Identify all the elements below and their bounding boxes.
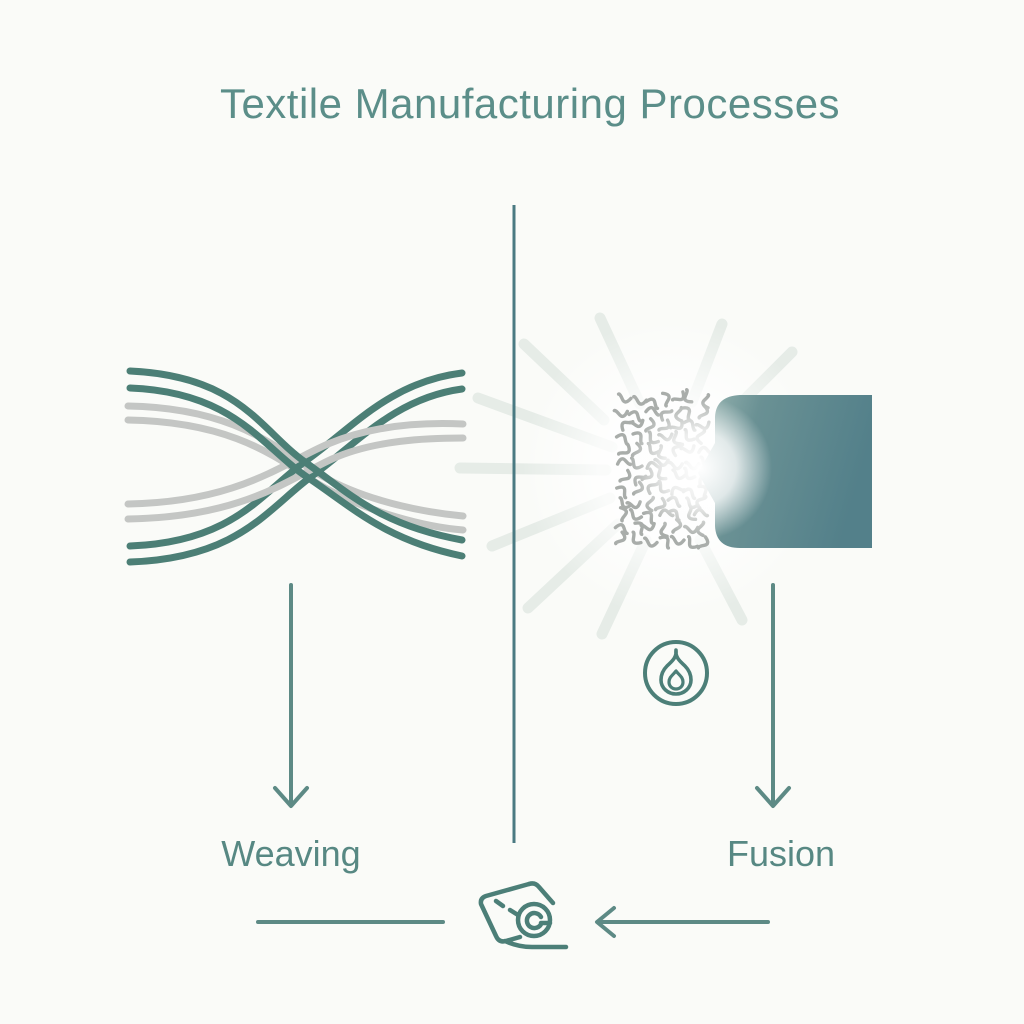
thread-teal <box>126 385 466 566</box>
left-arrow-icon <box>595 906 770 938</box>
thread-gray <box>124 420 467 508</box>
label-fusion: Fusion <box>726 833 836 874</box>
label-weaving: Weaving <box>221 833 361 874</box>
flame-icon <box>643 640 709 706</box>
fusion-core-glow <box>628 396 772 540</box>
fabric-roll-icon <box>478 881 569 950</box>
down-arrow-right <box>755 583 791 808</box>
thread-teal <box>126 384 466 560</box>
page-title: Textile Manufacturing Processes <box>219 80 841 127</box>
thread-teal <box>126 367 466 544</box>
weaving-threads <box>124 367 467 566</box>
down-arrow-left <box>273 583 309 808</box>
thread-gray <box>124 434 467 523</box>
